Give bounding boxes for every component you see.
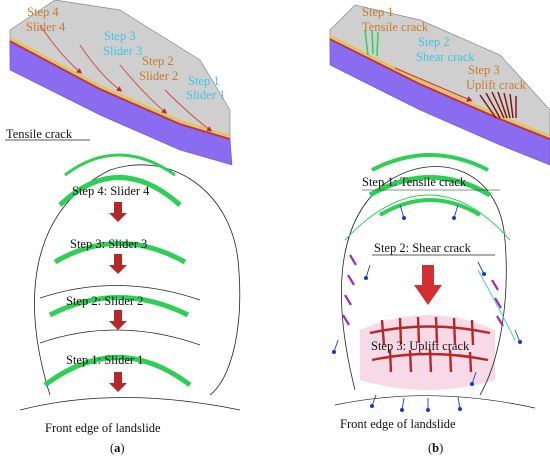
b-section-shear-arrow [394,67,473,102]
b-tensile-arc-3 [378,198,482,217]
panel-a-slope-section: Step 4 Slider 4 Step 3 Slider 3 Step 2 S… [9,0,233,166]
b-cyan-boundary [477,269,516,341]
caption-b-letter: b [432,441,439,455]
slip-arc-1 [164,89,213,132]
panel-b-plan-view: Step 1: Tensile crack Step 2: Shear crac… [331,153,536,431]
arrow-slider2 [109,310,127,330]
landslide-boundary [34,164,241,396]
a-slider4-label: Slider 4 [26,20,66,34]
b-slope-purple-base [329,39,550,166]
a-slider3-label: Slider 3 [103,44,142,58]
slip-arc-2 [119,64,168,114]
b-plan-step2: Step 2: Shear crack [374,241,472,255]
a-plan-step3: Step 3: Slider 3 [70,237,147,251]
b-tensile-arc-2 [368,175,492,198]
panel-b-slope-section: Step 1 Tensile crack Step 2 Shear crack … [329,4,550,166]
a-plan-step1: Step 1: Slider 1 [66,353,143,367]
arrow-slider1 [109,372,127,392]
panel-a: Step 4 Slider 4 Step 3 Slider 3 Step 2 S… [5,0,241,455]
b-step1-label: Step 1 [362,5,394,19]
panel-b-caption: (b) [428,441,443,455]
outer-tensile-arc [64,153,176,177]
svg-text:(b): (b) [428,441,443,455]
arrow-slider3 [109,254,127,274]
a-step4-label: Step 4 [27,5,59,19]
b-uplift-label: Uplift crack [466,78,527,92]
caption-b-close: ) [439,441,443,455]
a-step1-label: Step 1 [188,74,220,88]
a-slider2-label: Slider 2 [139,69,178,83]
boundary-line-3 [39,329,201,346]
b-step2-label: Step 2 [418,35,450,49]
b-shear-cracks-left [342,254,357,326]
a-step2-label: Step 2 [142,54,174,68]
slope-yellow-layer [9,37,231,137]
a-plan-step2: Step 2: Slider 2 [66,294,143,308]
b-pink-uplift-zone [360,315,495,390]
caption-b-open: ( [428,441,432,455]
panel-b: Step 1 Tensile crack Step 2 Shear crack … [329,4,550,455]
b-front-edge-curve [334,395,536,409]
slider1-crack [43,355,192,387]
a-step3-label: Step 3 [104,29,136,43]
b-landslide-boundary [341,166,507,396]
b-slope-red-slip-surface [329,38,550,140]
b-step3-label: Step 3 [468,63,500,77]
slope-red-slip-surface [9,40,231,140]
slip-arc-3 [79,44,123,92]
a-plan-step4: Step 4: Slider 4 [72,184,150,198]
b-tensile-label: Tensile crack [362,20,429,34]
b-tensile-arc-outer [344,194,511,241]
a-tensile-crack-label: Tensile crack [6,127,73,141]
b-uplift-cracks [369,316,491,373]
slider4-crack [58,175,182,207]
b-section-uplift-crack [479,91,517,119]
b-plan-step3: Step 3: Uplift crack [371,339,470,353]
slider3-crack [53,241,187,265]
b-tensile-arc-1 [371,153,489,172]
a-front-edge-label: Front edge of landslide [45,421,161,435]
front-edge-curve [19,397,241,411]
boundary-line-2 [39,285,201,301]
caption-a-letter: a [114,441,121,455]
slider2-crack [48,295,190,318]
b-section-tensile-crack [364,29,379,57]
slip-arc-4 [39,24,83,74]
b-shear-label: Shear crack [416,50,475,64]
slope-purple-base [9,41,233,166]
b-slope-yellow-layer [329,35,550,137]
arrow-slider4 [109,202,127,222]
caption-a-open: ( [110,441,114,455]
a-slider1-label: Slider 1 [186,88,225,102]
panel-a-caption: (a) [110,441,125,455]
caption-a-close: ) [120,441,124,455]
b-main-arrow [414,265,442,305]
b-shear-cracks-right [491,279,504,327]
b-blue-cracks [331,204,523,413]
panel-a-plan-view: Tensile crack Step 4: Slider 4 Step 3: S… [5,127,241,435]
b-front-edge-label: Front edge of landslide [340,417,456,431]
svg-text:(a): (a) [110,441,125,455]
b-plan-step1: Step 1: Tensile crack [362,175,467,189]
